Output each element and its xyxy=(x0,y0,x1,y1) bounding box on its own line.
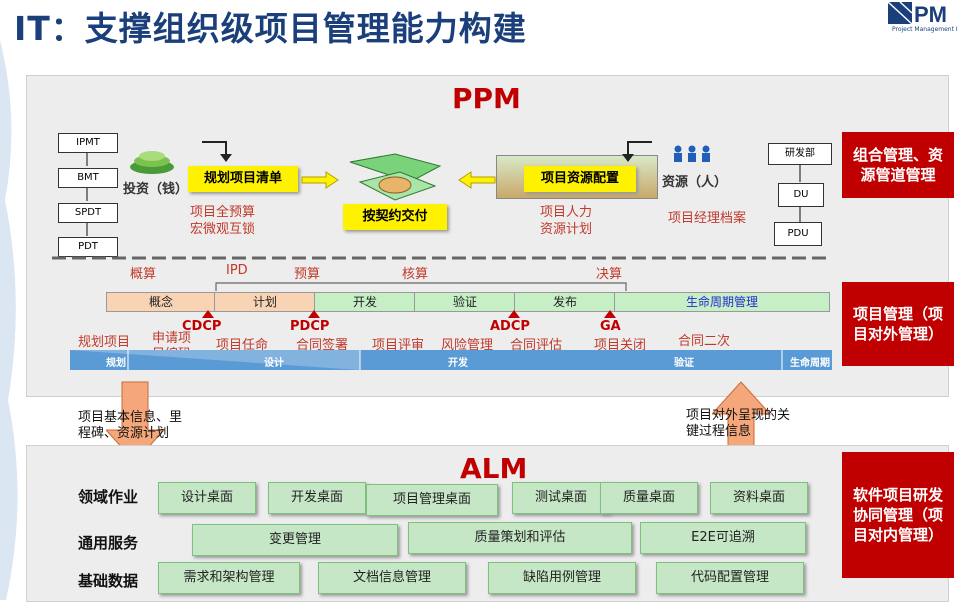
gate-pdcp: PDCP xyxy=(290,319,330,334)
down-arrow-note: 项目基本信息、里 程碑、资源计划 xyxy=(78,410,183,441)
bracket-arrow-back-icon xyxy=(622,141,652,162)
activity-appoint: 项目任命 xyxy=(216,338,269,353)
project-list-box: 规划项目清单 xyxy=(188,166,298,192)
budget-note: 项目全预算 宏微观互锁 xyxy=(190,205,256,237)
row-label-base: 基础数据 xyxy=(78,572,139,590)
bar-phase-plan: 规划 xyxy=(106,358,126,369)
money-icon xyxy=(130,151,174,174)
activity-contract-eval: 合同评估 xyxy=(510,338,563,353)
budget-label-final: 决算 xyxy=(596,267,623,282)
activity-risk: 风险管理 xyxy=(441,338,494,353)
people-icon xyxy=(674,145,710,162)
logo-caption: Project Management I xyxy=(892,26,958,33)
alm-item-design-desktop: 设计桌面 xyxy=(158,482,256,514)
activity-contract-second: 合同二次 xyxy=(678,334,731,349)
alm-item-quality-planning: 质量策划和评估 xyxy=(408,522,632,554)
stack-connectors xyxy=(86,152,88,236)
activity-sign-contract: 合同签署 xyxy=(296,338,349,353)
phase-verify: 验证 xyxy=(414,292,516,312)
bar-phase-develop: 开发 xyxy=(448,358,468,369)
alm-title: ALM xyxy=(460,452,528,485)
alm-item-req-arch: 需求和架构管理 xyxy=(158,562,300,594)
stack-item-du: DU xyxy=(778,183,824,207)
alm-item-change-mgmt: 变更管理 xyxy=(192,524,398,556)
side-label-alm: 软件项目研发协同管理（项目对内管理） xyxy=(842,452,954,578)
activity-plan-project: 规划项目 xyxy=(78,335,131,350)
alm-item-docs-desktop: 资料桌面 xyxy=(710,482,808,514)
stack-item-pdt: PDT xyxy=(58,237,118,257)
alm-item-defect-case: 缺陷用例管理 xyxy=(488,562,636,594)
right-stack-connectors xyxy=(799,164,801,222)
phase-release: 发布 xyxy=(514,292,616,312)
activity-review: 项目评审 xyxy=(372,338,425,353)
gate-ga: GA xyxy=(600,319,621,334)
bar-phase-design: 设计 xyxy=(264,358,284,369)
alm-item-quality-desktop: 质量桌面 xyxy=(600,482,698,514)
side-label-portfolio: 组合管理、资源管道管理 xyxy=(842,132,954,198)
stack-item-spdt: SPDT xyxy=(58,203,118,223)
gate-adcp: ADCP xyxy=(490,319,530,334)
budget-label-budget: 预算 xyxy=(294,267,321,282)
up-arrow-note: 项目对外呈现的关 键过程信息 xyxy=(686,408,791,439)
alm-item-pm-desktop: 项目管理桌面 xyxy=(366,484,498,516)
phase-plan: 计划 xyxy=(214,292,316,312)
pmi-logo: PM xyxy=(880,0,966,40)
bar-phase-verify: 验证 xyxy=(674,358,694,369)
bar-phase-lifecycle: 生命周期 xyxy=(790,358,830,369)
contract-box: 按契约交付 xyxy=(343,204,447,230)
arrow-left-icon xyxy=(458,171,496,189)
resource-box: 项目资源配置 xyxy=(524,166,636,192)
arrow-right-icon xyxy=(301,171,339,189)
alm-item-dev-desktop: 开发桌面 xyxy=(268,482,366,514)
side-label-project-mgmt: 项目管理（项目对外管理） xyxy=(842,282,954,366)
page-title: IT：支撑组织级项目管理能力构建 xyxy=(14,9,527,48)
activity-close: 项目关闭 xyxy=(594,338,647,353)
alm-item-doc-info: 文档信息管理 xyxy=(318,562,466,594)
background-wave xyxy=(0,40,18,600)
logo-text: PM xyxy=(914,2,947,27)
resource-label: 资源（人） xyxy=(662,175,728,190)
dashed-divider xyxy=(52,256,832,260)
alm-item-test-desktop: 测试桌面 xyxy=(512,482,610,514)
alm-item-e2e-trace: E2E可追溯 xyxy=(640,522,806,554)
budget-label-ipd: IPD xyxy=(226,263,248,278)
row-label-common: 通用服务 xyxy=(78,534,139,552)
handshake-icon xyxy=(349,153,442,201)
invest-label: 投资（钱） xyxy=(123,182,189,197)
gate-markers xyxy=(202,310,616,318)
alm-item-code-config: 代码配置管理 xyxy=(656,562,804,594)
phase-lifecycle-mgmt: 生命周期管理 xyxy=(614,292,830,312)
process-bar xyxy=(70,350,832,370)
row-label-domain: 领域作业 xyxy=(78,488,139,506)
pm-archive: 项目经理档案 xyxy=(668,211,747,226)
budget-label-estimate: 概算 xyxy=(130,267,157,282)
budget-label-accounting: 核算 xyxy=(402,267,429,282)
bracket-arrow-icon xyxy=(202,141,232,162)
stack-item-pdu: PDU xyxy=(774,222,822,246)
stack-item-ipmt: IPMT xyxy=(58,133,118,153)
stack-item-rd-dept: 研发部 xyxy=(768,143,832,165)
budget-bracket xyxy=(215,282,627,291)
ppm-title: PPM xyxy=(452,82,521,115)
gate-cdcp: CDCP xyxy=(182,319,222,334)
stack-item-bmt: BMT xyxy=(58,168,118,188)
hr-note: 项目人力 资源计划 xyxy=(540,205,593,237)
